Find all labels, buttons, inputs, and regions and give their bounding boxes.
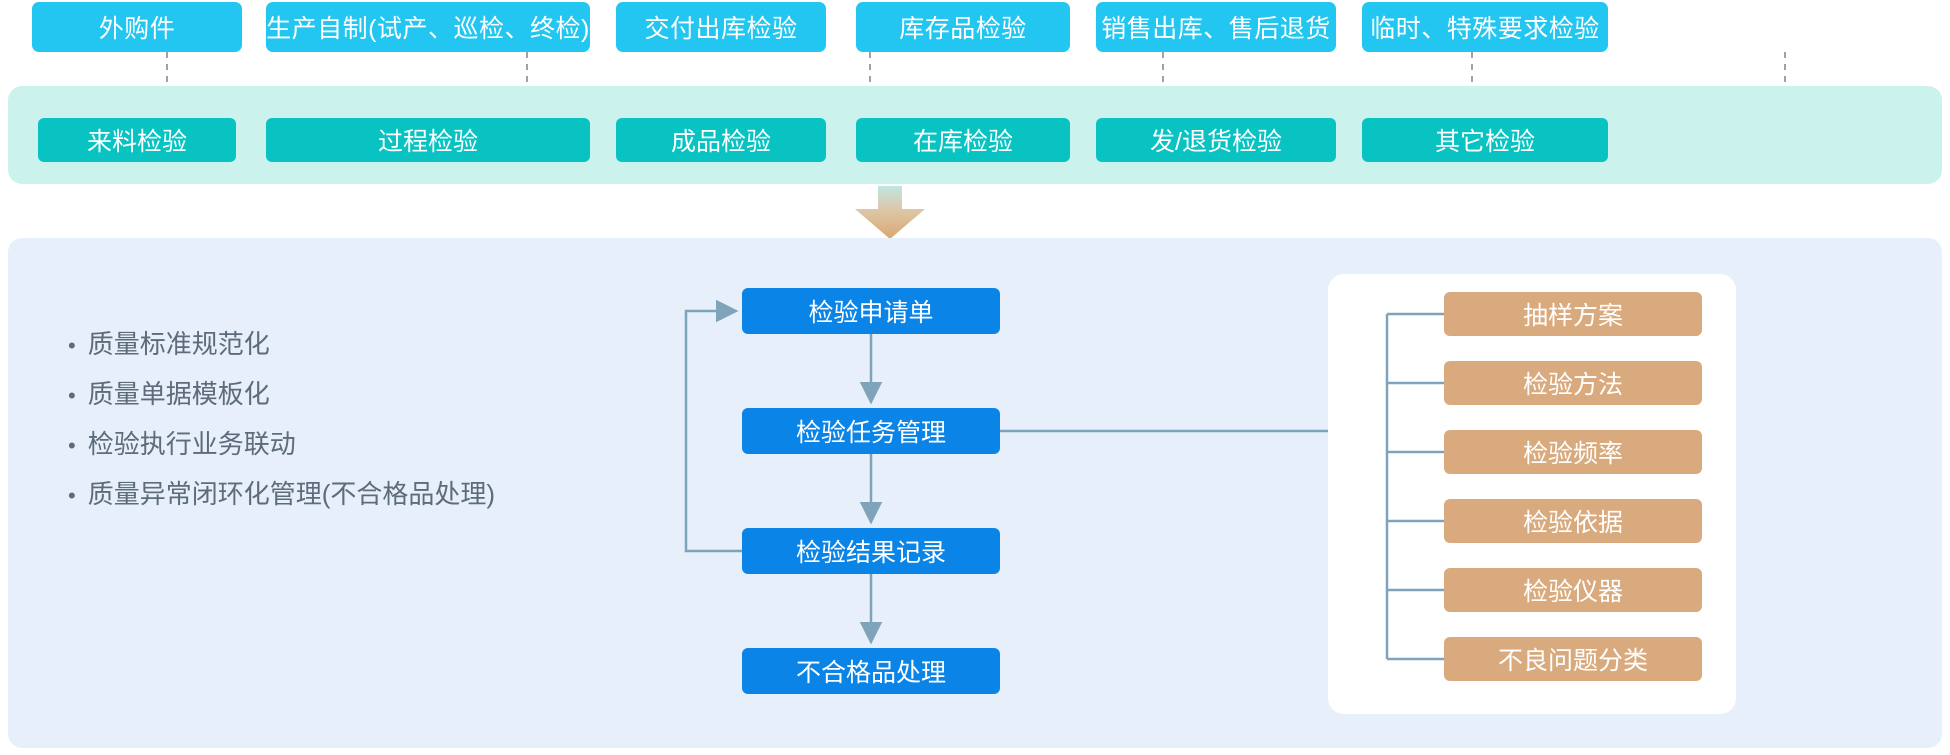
- bullet-label: 质量异常闭环化管理(不合格品处理): [87, 479, 496, 509]
- inspection-box-other[interactable]: 其它检验: [1362, 118, 1608, 162]
- attribute-box-inspection-frequency[interactable]: 检验频率: [1444, 430, 1702, 474]
- bullet-marker-icon: •: [68, 483, 76, 508]
- flow-box-nonconforming-handle[interactable]: 不合格品处理: [742, 648, 1000, 694]
- bullet-label: 质量单据模板化: [87, 379, 270, 409]
- bullet-item-standardization: • 质量标准规范化: [68, 320, 608, 370]
- inspection-box-ship-return[interactable]: 发/退货检验: [1096, 118, 1336, 162]
- bullet-label: 检验执行业务联动: [87, 429, 296, 459]
- source-box-temporary-special[interactable]: 临时、特殊要求检验: [1362, 2, 1608, 52]
- attribute-box-inspection-method[interactable]: 检验方法: [1444, 361, 1702, 405]
- flow-box-task-management[interactable]: 检验任务管理: [742, 408, 1000, 454]
- attribute-box-inspection-basis[interactable]: 检验依据: [1444, 499, 1702, 543]
- inspection-box-finished[interactable]: 成品检验: [616, 118, 826, 162]
- attribute-box-defect-category[interactable]: 不良问题分类: [1444, 637, 1702, 681]
- attribute-box-sampling-plan[interactable]: 抽样方案: [1444, 292, 1702, 336]
- bullet-item-business-linkage: • 检验执行业务联动: [68, 420, 608, 470]
- inspection-box-in-stock[interactable]: 在库检验: [856, 118, 1070, 162]
- down-arrow-icon: [855, 186, 925, 239]
- source-box-delivery-outbound[interactable]: 交付出库检验: [616, 2, 826, 52]
- attribute-box-inspection-instrument[interactable]: 检验仪器: [1444, 568, 1702, 612]
- bullet-item-templating: • 质量单据模板化: [68, 370, 608, 420]
- source-box-stock[interactable]: 库存品检验: [856, 2, 1070, 52]
- inspection-box-incoming[interactable]: 来料检验: [38, 118, 236, 162]
- bullet-label: 质量标准规范化: [87, 329, 270, 359]
- bullet-marker-icon: •: [68, 333, 76, 358]
- highlight-bullet-list: • 质量标准规范化 • 质量单据模板化 • 检验执行业务联动 • 质量异常闭环化…: [68, 320, 608, 520]
- source-box-self-production[interactable]: 生产自制(试产、巡检、终检): [266, 2, 590, 52]
- bullet-marker-icon: •: [68, 433, 76, 458]
- inspection-type-band: 来料检验 过程检验 成品检验 在库检验 发/退货检验 其它检验: [8, 86, 1942, 184]
- source-box-sales-return[interactable]: 销售出库、售后退货: [1096, 2, 1336, 52]
- flow-box-inspection-request[interactable]: 检验申请单: [742, 288, 1000, 334]
- bullet-item-closed-loop: • 质量异常闭环化管理(不合格品处理): [68, 470, 608, 520]
- source-box-purchased[interactable]: 外购件: [32, 2, 242, 52]
- inspection-box-process[interactable]: 过程检验: [266, 118, 590, 162]
- flow-box-result-record[interactable]: 检验结果记录: [742, 528, 1000, 574]
- bullet-marker-icon: •: [68, 383, 76, 408]
